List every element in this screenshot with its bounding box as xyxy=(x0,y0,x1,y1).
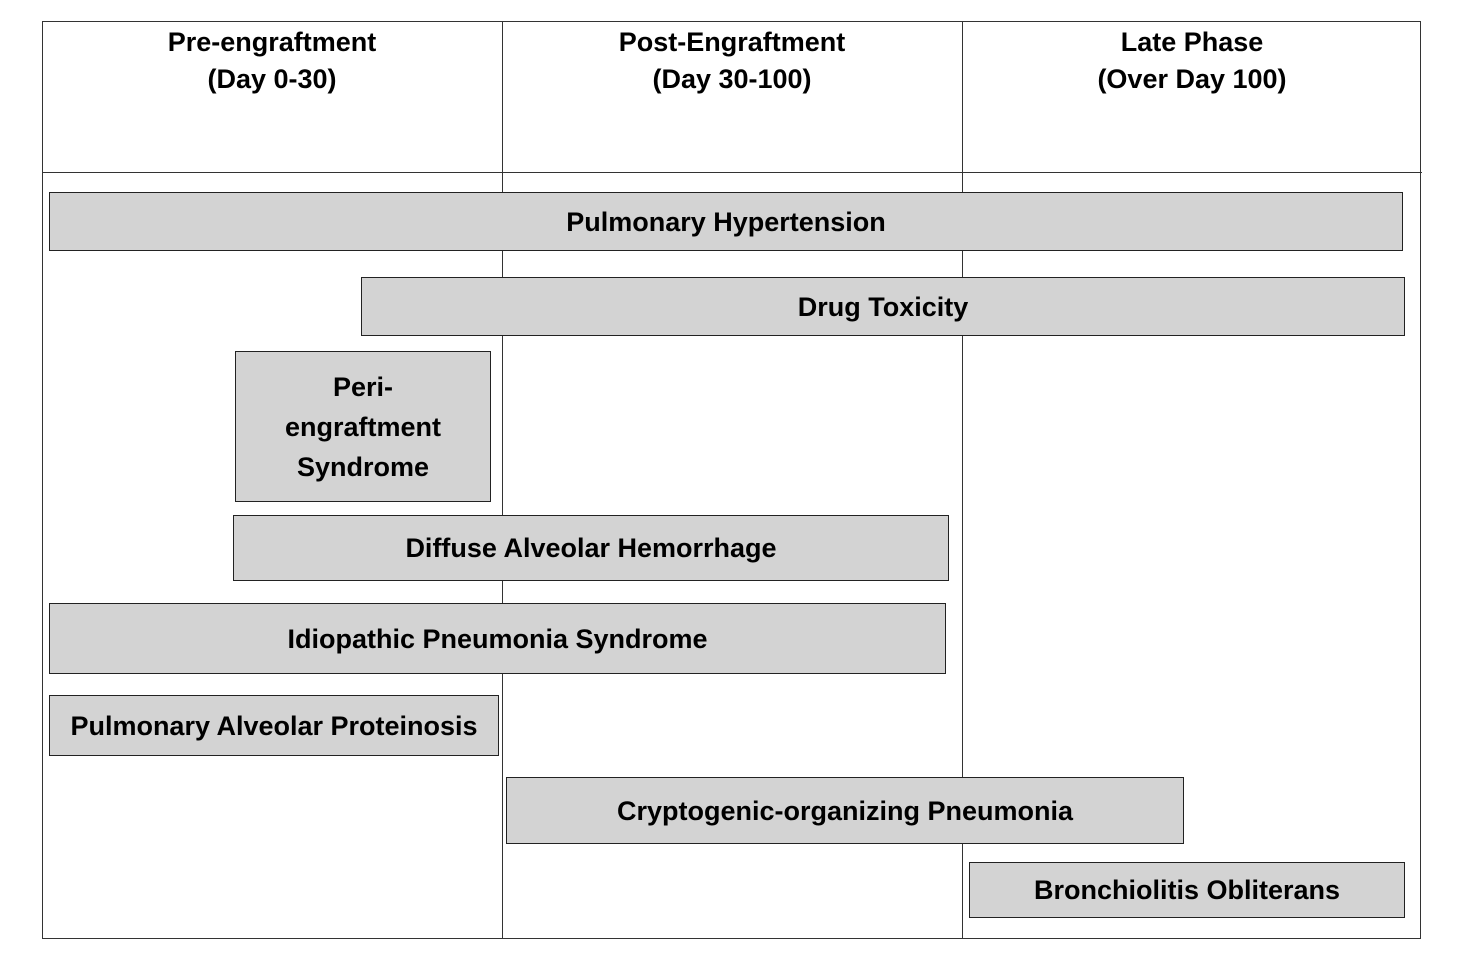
phase-subtitle: (Day 0-30) xyxy=(207,64,337,94)
phase-divider-1 xyxy=(502,21,503,939)
timeline-frame xyxy=(42,21,1421,939)
phase-divider-2 xyxy=(962,21,963,939)
phase-title: Late Phase xyxy=(1120,27,1264,57)
bar-peri-engraftment-syndrome: Peri-engraftment Syndrome xyxy=(235,351,491,502)
phase-header-post-engraftment: Post-Engraftment (Day 30-100) xyxy=(502,24,962,98)
phase-subtitle: (Day 30-100) xyxy=(652,64,812,94)
phase-header-pre-engraftment: Pre-engraftment (Day 0-30) xyxy=(42,24,502,98)
bar-diffuse-alveolar-hemorrhage: Diffuse Alveolar Hemorrhage xyxy=(233,515,949,581)
phase-title: Pre-engraftment xyxy=(167,27,377,57)
phase-title: Post-Engraftment xyxy=(618,27,846,57)
header-divider xyxy=(42,172,1422,173)
phase-subtitle: (Over Day 100) xyxy=(1097,64,1287,94)
bar-pulmonary-alveolar-proteinosis: Pulmonary Alveolar Proteinosis xyxy=(49,695,499,756)
phase-header-late-phase: Late Phase (Over Day 100) xyxy=(962,24,1422,98)
bar-idiopathic-pneumonia-syndrome: Idiopathic Pneumonia Syndrome xyxy=(49,603,946,674)
bar-drug-toxicity: Drug Toxicity xyxy=(361,277,1405,336)
bar-pulmonary-hypertension: Pulmonary Hypertension xyxy=(49,192,1403,251)
bar-bronchiolitis-obliterans: Bronchiolitis Obliterans xyxy=(969,862,1405,918)
bar-cryptogenic-organizing-pneumonia: Cryptogenic-organizing Pneumonia xyxy=(506,777,1184,844)
